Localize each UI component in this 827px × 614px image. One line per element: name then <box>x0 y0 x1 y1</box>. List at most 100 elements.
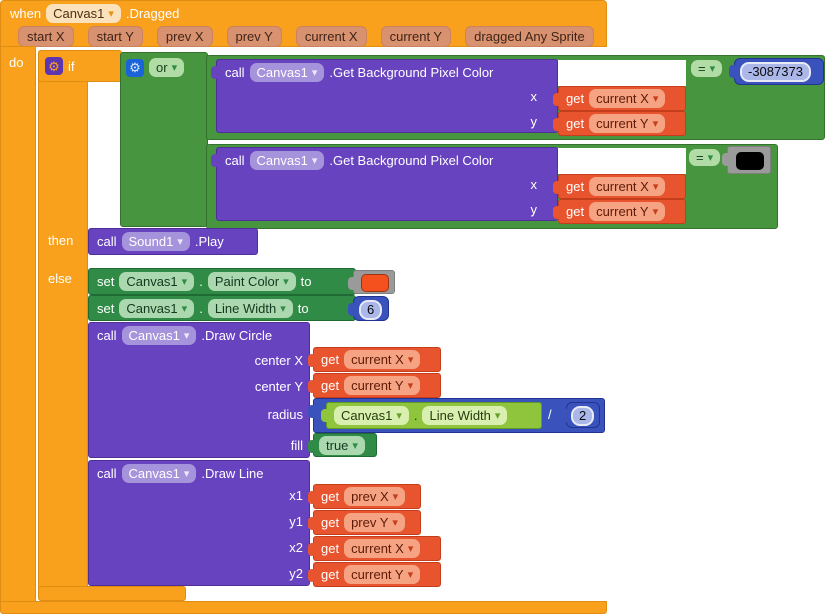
or-operator-dropdown[interactable]: or <box>149 58 185 77</box>
if-block-left-spine[interactable] <box>38 50 88 600</box>
setter-property-dropdown[interactable]: Line Width <box>207 298 293 318</box>
dropdown-arrow-icon <box>172 58 178 77</box>
x2-param-label: x2 <box>289 540 303 555</box>
setter-property-dropdown[interactable]: Paint Color <box>207 272 296 291</box>
variable-dropdown[interactable]: current X <box>589 89 666 108</box>
if-block-bottom-bar[interactable] <box>38 586 186 601</box>
dropdown-arrow-icon <box>408 539 414 558</box>
number-field[interactable]: -3087373 <box>740 62 811 82</box>
method-component-dropdown[interactable]: Canvas1 <box>121 326 197 345</box>
number-block-two[interactable]: 2 <box>561 402 600 428</box>
variable-dropdown[interactable]: current Y <box>344 565 421 584</box>
variable-dropdown[interactable]: current X <box>344 350 421 369</box>
variable-dropdown[interactable]: current X <box>589 177 666 196</box>
call-draw-circle-block[interactable]: call Canvas1 .Draw Circle center X cente… <box>88 322 310 458</box>
variable-dropdown[interactable]: current Y <box>344 376 421 395</box>
dropdown-arrow-icon <box>283 272 289 291</box>
when-block-left-spine[interactable] <box>0 46 36 603</box>
x-param-label: x <box>530 177 538 192</box>
boolean-dropdown[interactable]: true <box>319 435 365 455</box>
method-component-dropdown[interactable]: Canvas1 <box>249 63 325 82</box>
centerY-param-label: center Y <box>254 379 303 394</box>
event-name: .Dragged <box>125 6 180 21</box>
event-param-prevX[interactable]: prev X <box>156 26 213 47</box>
number-block-color-value[interactable]: -3087373 <box>729 58 824 85</box>
method-component-dropdown[interactable]: Sound1 <box>121 232 190 251</box>
color-swatch[interactable] <box>736 152 764 170</box>
variable-dropdown[interactable]: current Y <box>589 114 666 133</box>
set-line-width-block[interactable]: set Canvas1 . Line Width to <box>88 295 356 321</box>
call-keyword: call <box>225 65 245 80</box>
variable-dropdown[interactable]: current Y <box>589 202 666 221</box>
getter-component-dropdown[interactable]: Canvas1 <box>334 406 409 425</box>
x-param-label: x <box>530 89 538 104</box>
color-swatch[interactable] <box>361 274 389 292</box>
getter-property-dropdown[interactable]: Line Width <box>422 406 508 425</box>
dropdown-arrow-icon <box>653 202 659 221</box>
number-field[interactable]: 2 <box>571 406 595 426</box>
dropdown-arrow-icon <box>408 565 414 584</box>
set-paint-color-block[interactable]: set Canvas1 . Paint Color to <box>88 268 356 295</box>
if-block-header[interactable]: if <box>38 50 122 82</box>
dropdown-arrow-icon <box>396 406 402 425</box>
centerX-param-label: center X <box>254 353 303 368</box>
event-param-prevY[interactable]: prev Y <box>226 26 282 47</box>
or-block[interactable]: or <box>120 52 208 227</box>
equals-operator-dropdown-2[interactable]: = <box>689 148 721 167</box>
call-get-pixel-color-2[interactable]: call Canvas1 .Get Background Pixel Color… <box>211 147 558 221</box>
variable-dropdown[interactable]: prev Y <box>344 513 405 532</box>
variable-dropdown[interactable]: current X <box>344 539 421 558</box>
number-block-line-width[interactable]: 6 <box>348 296 389 321</box>
call-draw-line-block[interactable]: call Canvas1 .Draw Line x1 y1 x2 y2 <box>88 460 310 586</box>
dropdown-arrow-icon <box>108 4 114 23</box>
method-name: .Draw Circle <box>201 328 273 343</box>
dropdown-arrow-icon <box>495 406 501 425</box>
dropdown-arrow-icon <box>182 299 188 318</box>
when-event-block[interactable]: when Canvas1 .Dragged start X start Y pr… <box>0 0 607 47</box>
method-component-dropdown[interactable]: Canvas1 <box>249 151 325 170</box>
dropdown-arrow-icon <box>653 177 659 196</box>
method-component-dropdown[interactable]: Canvas1 <box>121 464 197 483</box>
event-param-startY[interactable]: start Y <box>87 26 143 47</box>
get-current-y-block-circle[interactable]: get current Y <box>308 373 441 398</box>
call-get-pixel-color-1[interactable]: call Canvas1 .Get Background Pixel Color… <box>211 59 558 133</box>
setter-component-dropdown[interactable]: Canvas1 <box>119 272 195 291</box>
if-mutator-gear-icon[interactable] <box>45 57 63 75</box>
y-param-label: y <box>530 202 538 217</box>
get-current-x-block-2[interactable]: get current X <box>553 174 686 199</box>
event-param-currentY[interactable]: current Y <box>380 26 452 47</box>
get-prev-x-block[interactable]: get prev X <box>308 484 421 509</box>
dropdown-arrow-icon <box>408 376 414 395</box>
dropdown-arrow-icon <box>708 148 714 167</box>
color-block-paint[interactable] <box>348 270 395 294</box>
method-name: .Get Background Pixel Color <box>329 153 494 168</box>
number-field[interactable]: 6 <box>359 300 383 320</box>
event-component-dropdown[interactable]: Canvas1 <box>46 4 121 23</box>
do-label: do <box>9 55 24 70</box>
dropdown-arrow-icon <box>177 232 183 251</box>
get-current-x-block-circle[interactable]: get current X <box>308 347 441 372</box>
or-mutator-gear-icon[interactable] <box>126 58 144 77</box>
equals-operator-dropdown-1[interactable]: = <box>691 60 723 77</box>
get-current-y-block-line[interactable]: get current Y <box>308 562 441 587</box>
event-param-draggedAnySprite[interactable]: dragged Any Sprite <box>465 26 594 47</box>
true-logic-block[interactable]: true <box>308 433 377 457</box>
get-current-y-block-2[interactable]: get current Y <box>553 199 686 224</box>
get-current-y-block-1[interactable]: get current Y <box>553 111 686 136</box>
variable-dropdown[interactable]: prev X <box>344 487 406 506</box>
event-param-startX[interactable]: start X <box>18 26 74 47</box>
color-block-black[interactable] <box>722 146 771 174</box>
component-getter-line-width[interactable]: Canvas1 . Line Width <box>321 402 542 429</box>
call-sound-play-block[interactable]: call Sound1 .Play <box>88 228 258 255</box>
get-prev-y-block[interactable]: get prev Y <box>308 510 421 535</box>
setter-component-dropdown[interactable]: Canvas1 <box>119 298 195 318</box>
when-block-bottom-bar[interactable] <box>0 601 607 614</box>
get-current-x-block-line[interactable]: get current X <box>308 536 441 561</box>
get-current-x-block-1[interactable]: get current X <box>553 86 686 111</box>
dropdown-arrow-icon <box>352 436 358 455</box>
dropdown-arrow-icon <box>184 326 190 345</box>
dropdown-arrow-icon <box>312 63 318 82</box>
if-keyword: if <box>68 58 75 74</box>
event-param-currentX[interactable]: current X <box>295 26 367 47</box>
